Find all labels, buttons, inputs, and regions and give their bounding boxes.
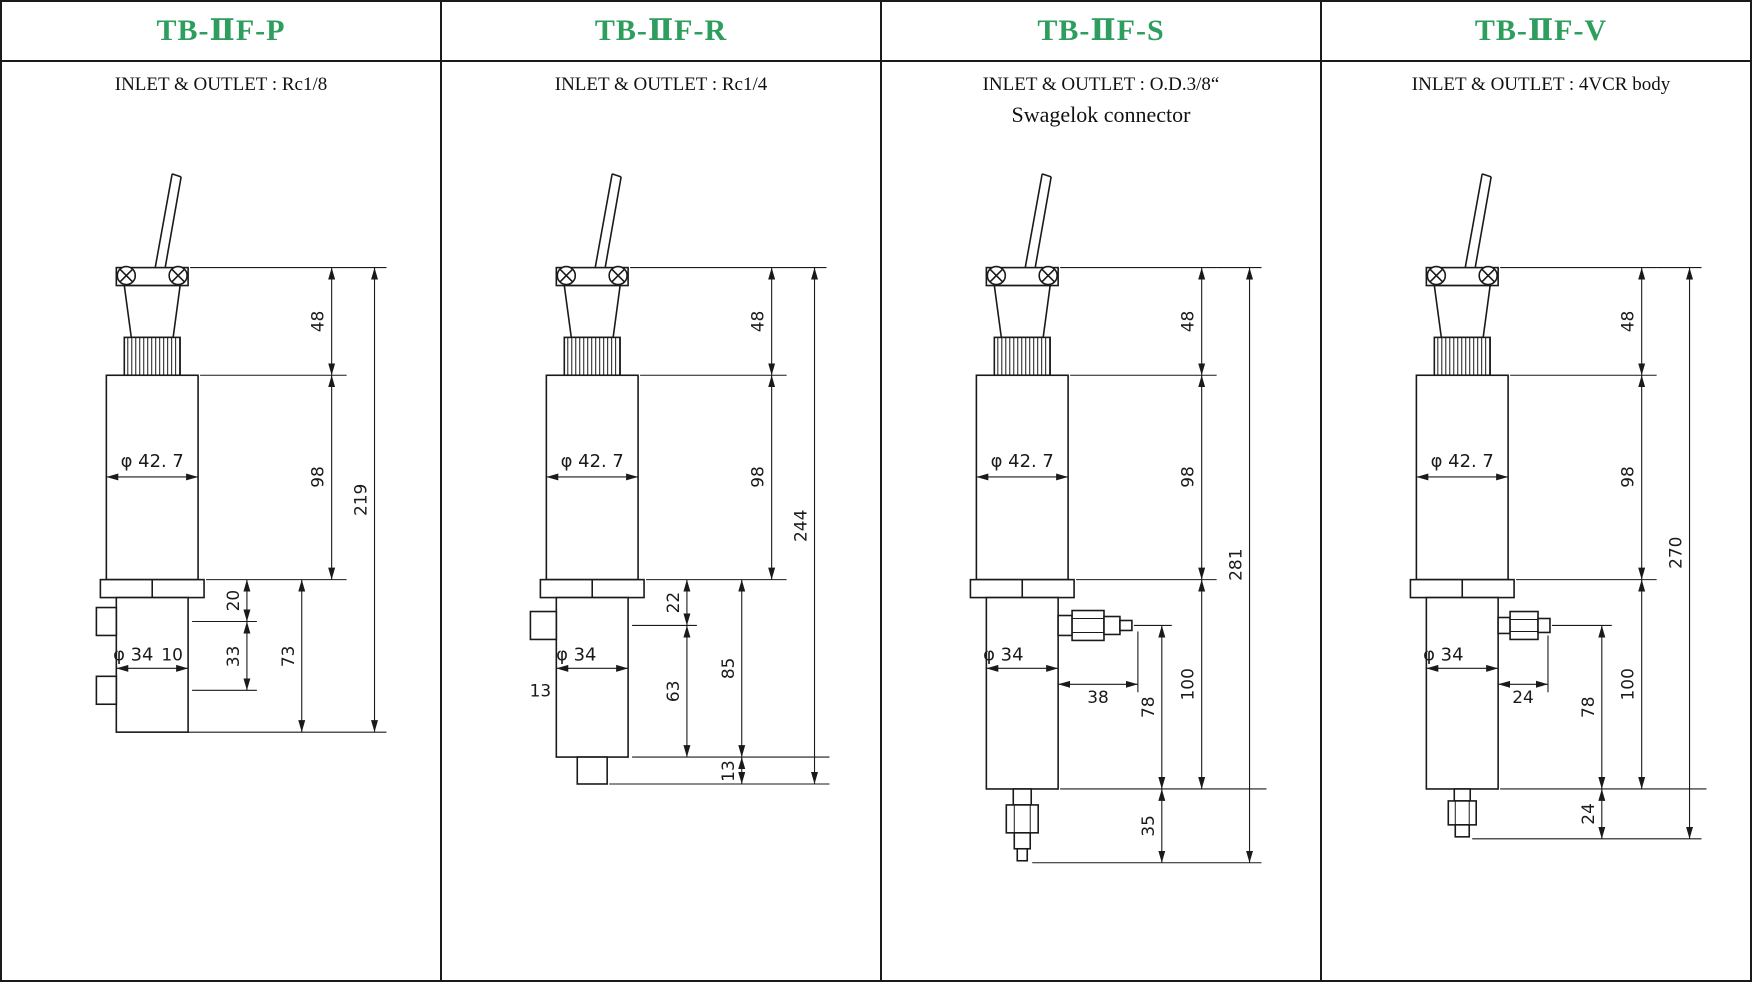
dim-port-pitch: 33 xyxy=(223,645,243,667)
lower-body-assembly xyxy=(985,596,1133,862)
dimension-lines xyxy=(556,266,830,785)
sensor-upper-assembly xyxy=(100,173,346,597)
inlet-outlet-spec: INLET & OUTLET : 4VCR body xyxy=(1411,73,1671,95)
lower-body-assembly xyxy=(529,596,629,785)
dim-total: 270 xyxy=(1666,536,1686,568)
subtitle-block: INLET & OUTLET : Rc1/4 xyxy=(442,62,880,138)
dim-lower-len: 100 xyxy=(1618,668,1638,700)
dim-lower-len: 85 xyxy=(718,657,738,679)
side-port-upper xyxy=(95,606,118,636)
model-title: TB-ⅡF-P xyxy=(156,14,286,48)
dim-fitting-len: 24 xyxy=(1512,687,1534,707)
dim-lower-dia: φ 34 xyxy=(556,644,596,665)
dimension-lines xyxy=(986,266,1267,863)
dim-body-dia: φ 42. 7 xyxy=(1431,451,1494,472)
dim-port-len: 13 xyxy=(530,680,552,700)
dim-body-98: 98 xyxy=(1618,466,1638,488)
dim-bottom-len: 24 xyxy=(1578,803,1598,825)
drawing-tb2f-r: φ 42. 7 48 98 244 φ 34 13 22 63 85 13 xyxy=(529,138,830,785)
column-tb2f-s: TB-ⅡF-S INLET & OUTLET : O.D.3/8“ Swagel… xyxy=(880,2,1320,980)
dim-upper-48: 48 xyxy=(1618,310,1638,332)
column-tb2f-p: TB-ⅡF-P INLET & OUTLET : Rc1/8 xyxy=(2,2,440,980)
dim-port-len: 10 xyxy=(161,644,183,664)
sensor-upper-assembly xyxy=(1410,173,1656,597)
dim-stub-len: 13 xyxy=(718,760,738,782)
bottom-stub xyxy=(576,755,608,785)
column-tb2f-v: TB-ⅡF-V INLET & OUTLET : 4VCR body xyxy=(1320,2,1750,980)
dim-body-dia: φ 42. 7 xyxy=(991,451,1054,472)
side-port-lower xyxy=(95,675,118,705)
dim-port-bottom: 78 xyxy=(1578,696,1598,718)
lower-body-assembly xyxy=(1425,596,1551,838)
dim-body-98: 98 xyxy=(308,466,328,488)
vcr-side-fitting xyxy=(1497,610,1551,640)
swagelok-side-fitting xyxy=(1057,609,1133,641)
dim-lower-dia: φ 34 xyxy=(1423,644,1463,665)
subtitle-block: INLET & OUTLET : 4VCR body xyxy=(1322,62,1750,138)
dim-body-98: 98 xyxy=(1178,466,1198,488)
model-header-cell: TB-ⅡF-R xyxy=(442,2,880,62)
dim-lower-len: 73 xyxy=(278,645,298,667)
drawing-tb2f-s: φ 42. 7 48 98 281 φ 34 38 78 100 35 xyxy=(882,138,1267,863)
dim-bottom-len: 35 xyxy=(1138,815,1158,837)
side-port xyxy=(529,610,558,640)
sensor-upper-assembly xyxy=(540,173,786,597)
drawing-tb2f-v: φ 42. 7 48 98 270 φ 34 24 78 100 24 xyxy=(1322,138,1707,839)
dimension-lines xyxy=(1426,266,1707,839)
model-header-cell: TB-ⅡF-S xyxy=(882,2,1320,62)
model-header-cell: TB-ⅡF-P xyxy=(2,2,440,62)
dimension-lines xyxy=(116,266,387,733)
column-tb2f-r: TB-ⅡF-R INLET & OUTLET : Rc1/4 xyxy=(440,2,880,980)
dim-total: 219 xyxy=(351,483,371,515)
subtitle-block: INLET & OUTLET : Rc1/8 xyxy=(2,62,440,138)
sensor-upper-assembly xyxy=(970,173,1216,597)
dim-port-top: 20 xyxy=(223,589,243,611)
dim-port-bottom: 78 xyxy=(1138,696,1158,718)
dim-lower-dia: φ 34 xyxy=(113,644,153,665)
dim-fitting-len: 38 xyxy=(1087,687,1109,707)
inlet-outlet-spec: INLET & OUTLET : Rc1/4 xyxy=(554,73,768,95)
model-header-cell: TB-ⅡF-V xyxy=(1322,2,1750,62)
drawing-tb2f-p: φ 42. 7 48 98 219 φ 34 10 20 33 73 xyxy=(95,138,387,733)
model-title: TB-ⅡF-R xyxy=(594,14,728,48)
dim-lower-len: 100 xyxy=(1178,668,1198,700)
subtitle-block: INLET & OUTLET : O.D.3/8“ Swagelok conne… xyxy=(882,62,1320,138)
dim-body-dia: φ 42. 7 xyxy=(121,451,184,472)
dim-lower-dia: φ 34 xyxy=(983,644,1023,665)
dim-port-bottom: 63 xyxy=(663,680,683,702)
model-title: TB-ⅡF-V xyxy=(1474,14,1608,48)
dim-upper-48: 48 xyxy=(748,310,768,332)
inlet-outlet-spec: INLET & OUTLET : Rc1/8 xyxy=(114,73,328,95)
dim-body-98: 98 xyxy=(748,466,768,488)
dim-body-dia: φ 42. 7 xyxy=(561,451,624,472)
dim-upper-48: 48 xyxy=(1178,310,1198,332)
model-title: TB-ⅡF-S xyxy=(1037,14,1165,48)
lower-body-assembly xyxy=(95,596,189,733)
swagelok-bottom-fitting xyxy=(1005,787,1039,862)
dim-total: 281 xyxy=(1226,548,1246,580)
inlet-outlet-spec-line2: Swagelok connector xyxy=(1011,101,1191,127)
dim-upper-48: 48 xyxy=(308,310,328,332)
vcr-bottom-fitting xyxy=(1447,787,1477,838)
inlet-outlet-spec: INLET & OUTLET : O.D.3/8“ xyxy=(982,73,1220,95)
dim-total: 244 xyxy=(791,509,811,541)
dim-port-top: 22 xyxy=(663,591,683,613)
